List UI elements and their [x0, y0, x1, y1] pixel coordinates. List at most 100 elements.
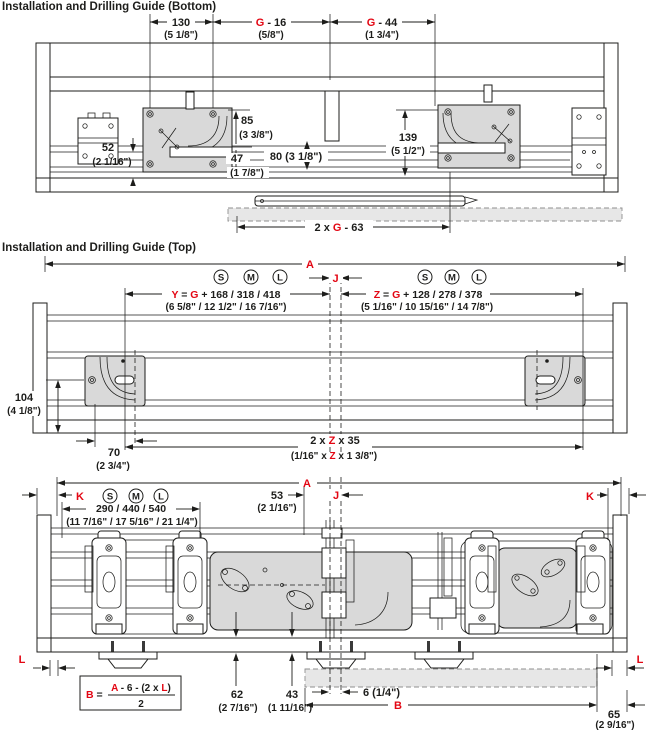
right-guide-fitting — [524, 355, 586, 407]
formula-denominator: 2 — [138, 699, 144, 710]
dim-a-front: A — [303, 478, 311, 490]
dim-139-in: (5 1/2") — [391, 146, 425, 157]
dim-65: 65 — [608, 709, 620, 721]
dim-65-in: (2 9/16") — [595, 720, 634, 730]
center-post-assembly — [321, 520, 355, 638]
spring — [165, 545, 175, 593]
bottom-view-dimensions: 130 (5 1/8") G - 16 (5/8") G - 44 (1 3/4… — [92, 17, 451, 234]
dim-290-in: (11 7/16" / 17 5/16" / 21 1/4") — [66, 517, 198, 528]
dim-43-in: (1 11/16") — [268, 703, 312, 714]
dim-130: 130 — [172, 17, 190, 29]
dim-y-in: (6 5/8" / 12 1/2" / 16 7/16") — [166, 302, 287, 313]
left-side-wall — [35, 42, 51, 193]
dim-52-in: (2 1/16") — [92, 157, 131, 168]
top-rail — [49, 76, 605, 92]
carriage-unit — [464, 530, 500, 635]
left-side-wall-front — [36, 514, 52, 653]
svg-text:L: L — [158, 492, 164, 503]
dim-85-in: (3 3/8") — [239, 130, 273, 141]
center-cam-plate — [209, 551, 413, 631]
dim-j-top: J — [332, 273, 338, 285]
section-top-title: Installation and Drilling Guide (Top) — [2, 242, 196, 254]
left-runner-bracket — [77, 112, 119, 165]
dim-6: 6 (1/4") — [363, 687, 400, 699]
dim-z: Z = G + 128 / 278 / 378 — [374, 289, 483, 301]
dim-290: 290 / 440 / 540 — [96, 503, 166, 515]
dim-53-in: (2 1/16") — [257, 503, 296, 514]
dim-g44: G - 44 — [367, 17, 398, 29]
size-badges-row1: S M L — [213, 269, 288, 285]
left-fitting-plate — [142, 91, 233, 173]
formula-lhs: B = — [86, 689, 103, 701]
dim-b: B — [394, 700, 402, 712]
dim-2xg63: 2 x G - 63 — [315, 222, 364, 234]
right-runner-bracket — [571, 107, 607, 176]
dim-a-top: A — [306, 259, 314, 271]
formula-box: B = A - 6 - (2 x L) 2 — [79, 675, 182, 711]
dim-43: 43 — [286, 689, 298, 701]
dim-z-in: (5 1/16" / 10 15/16" / 14 7/8") — [361, 302, 493, 313]
center-post — [324, 90, 340, 142]
dim-104: 104 — [15, 392, 34, 404]
left-guide-fitting — [84, 355, 146, 407]
top-view-drawing — [32, 271, 628, 452]
left-side-wall-top — [32, 302, 48, 434]
dim-47: 47 — [231, 153, 243, 165]
dim-80: 80 (3 1/8") — [270, 151, 323, 163]
dim-139: 139 — [399, 132, 417, 144]
runner-profile — [254, 195, 479, 207]
svg-text:S: S — [107, 492, 113, 503]
dim-j-front: J — [333, 490, 339, 502]
dim-104-in: (4 1/8") — [7, 406, 41, 417]
dim-70: 70 — [108, 447, 120, 459]
carriage-unit — [91, 530, 127, 635]
dim-70-in: (2 3/4") — [96, 461, 130, 472]
spring — [487, 545, 497, 593]
svg-text:S: S — [422, 273, 428, 284]
section-bottom-title: Installation and Drilling Guide (Bottom) — [2, 1, 216, 13]
size-badges-row2: S M L — [417, 269, 487, 285]
dim-53: 53 — [271, 490, 283, 502]
svg-text:M: M — [247, 273, 255, 284]
svg-text:M: M — [448, 273, 456, 284]
dim-62-in: (2 7/16") — [218, 703, 257, 714]
front-view-dimensions: A K K S M L 290 / 440 / 540 (11 7/16" / … — [19, 477, 646, 730]
svg-text:L: L — [476, 273, 482, 284]
dim-l-left: L — [19, 654, 26, 666]
dim-k-left: K — [76, 491, 84, 503]
svg-text:S: S — [218, 273, 224, 284]
dim-g44-in: (1 3/4") — [365, 30, 399, 41]
right-side-wall-front — [612, 514, 628, 653]
bottom-rail — [35, 177, 619, 193]
dim-47-in: (1 7/8") — [230, 168, 264, 179]
door-panel-front — [304, 668, 598, 688]
dim-g16-in: (5/8") — [258, 30, 283, 41]
dim-62: 62 — [231, 689, 243, 701]
dim-2xz35-in: (1/16" x Z x 1 3/8") — [291, 451, 377, 462]
right-side-wall-top — [612, 302, 628, 434]
top-view-dimensions: A S M L S M L J Y = G + 168 / 318 / 418 … — [4, 256, 626, 472]
dim-l-right: L — [637, 654, 644, 666]
front-view-drawing — [36, 477, 628, 694]
spring — [576, 545, 586, 593]
dim-k-right: K — [586, 491, 594, 503]
middle-drive-rod — [429, 532, 457, 630]
size-badges-row3: S M L — [102, 488, 169, 504]
carriage-unit — [172, 530, 208, 635]
bottom-rail-front — [36, 637, 628, 653]
carriage-unit — [575, 530, 611, 635]
right-carriage-frame — [460, 540, 613, 634]
dim-2xz35: 2 x Z x 35 — [310, 435, 360, 447]
svg-text:M: M — [132, 492, 140, 503]
dim-y: Y = G + 168 / 318 / 418 — [172, 289, 281, 301]
spring — [84, 545, 94, 593]
right-fitting-plate — [437, 84, 521, 169]
dim-52: 52 — [102, 142, 114, 154]
door-panel-outline — [227, 207, 623, 222]
dim-85: 85 — [241, 115, 253, 127]
roller-carriages — [84, 530, 611, 635]
right-cam-plate — [496, 547, 578, 629]
svg-text:L: L — [277, 273, 283, 284]
